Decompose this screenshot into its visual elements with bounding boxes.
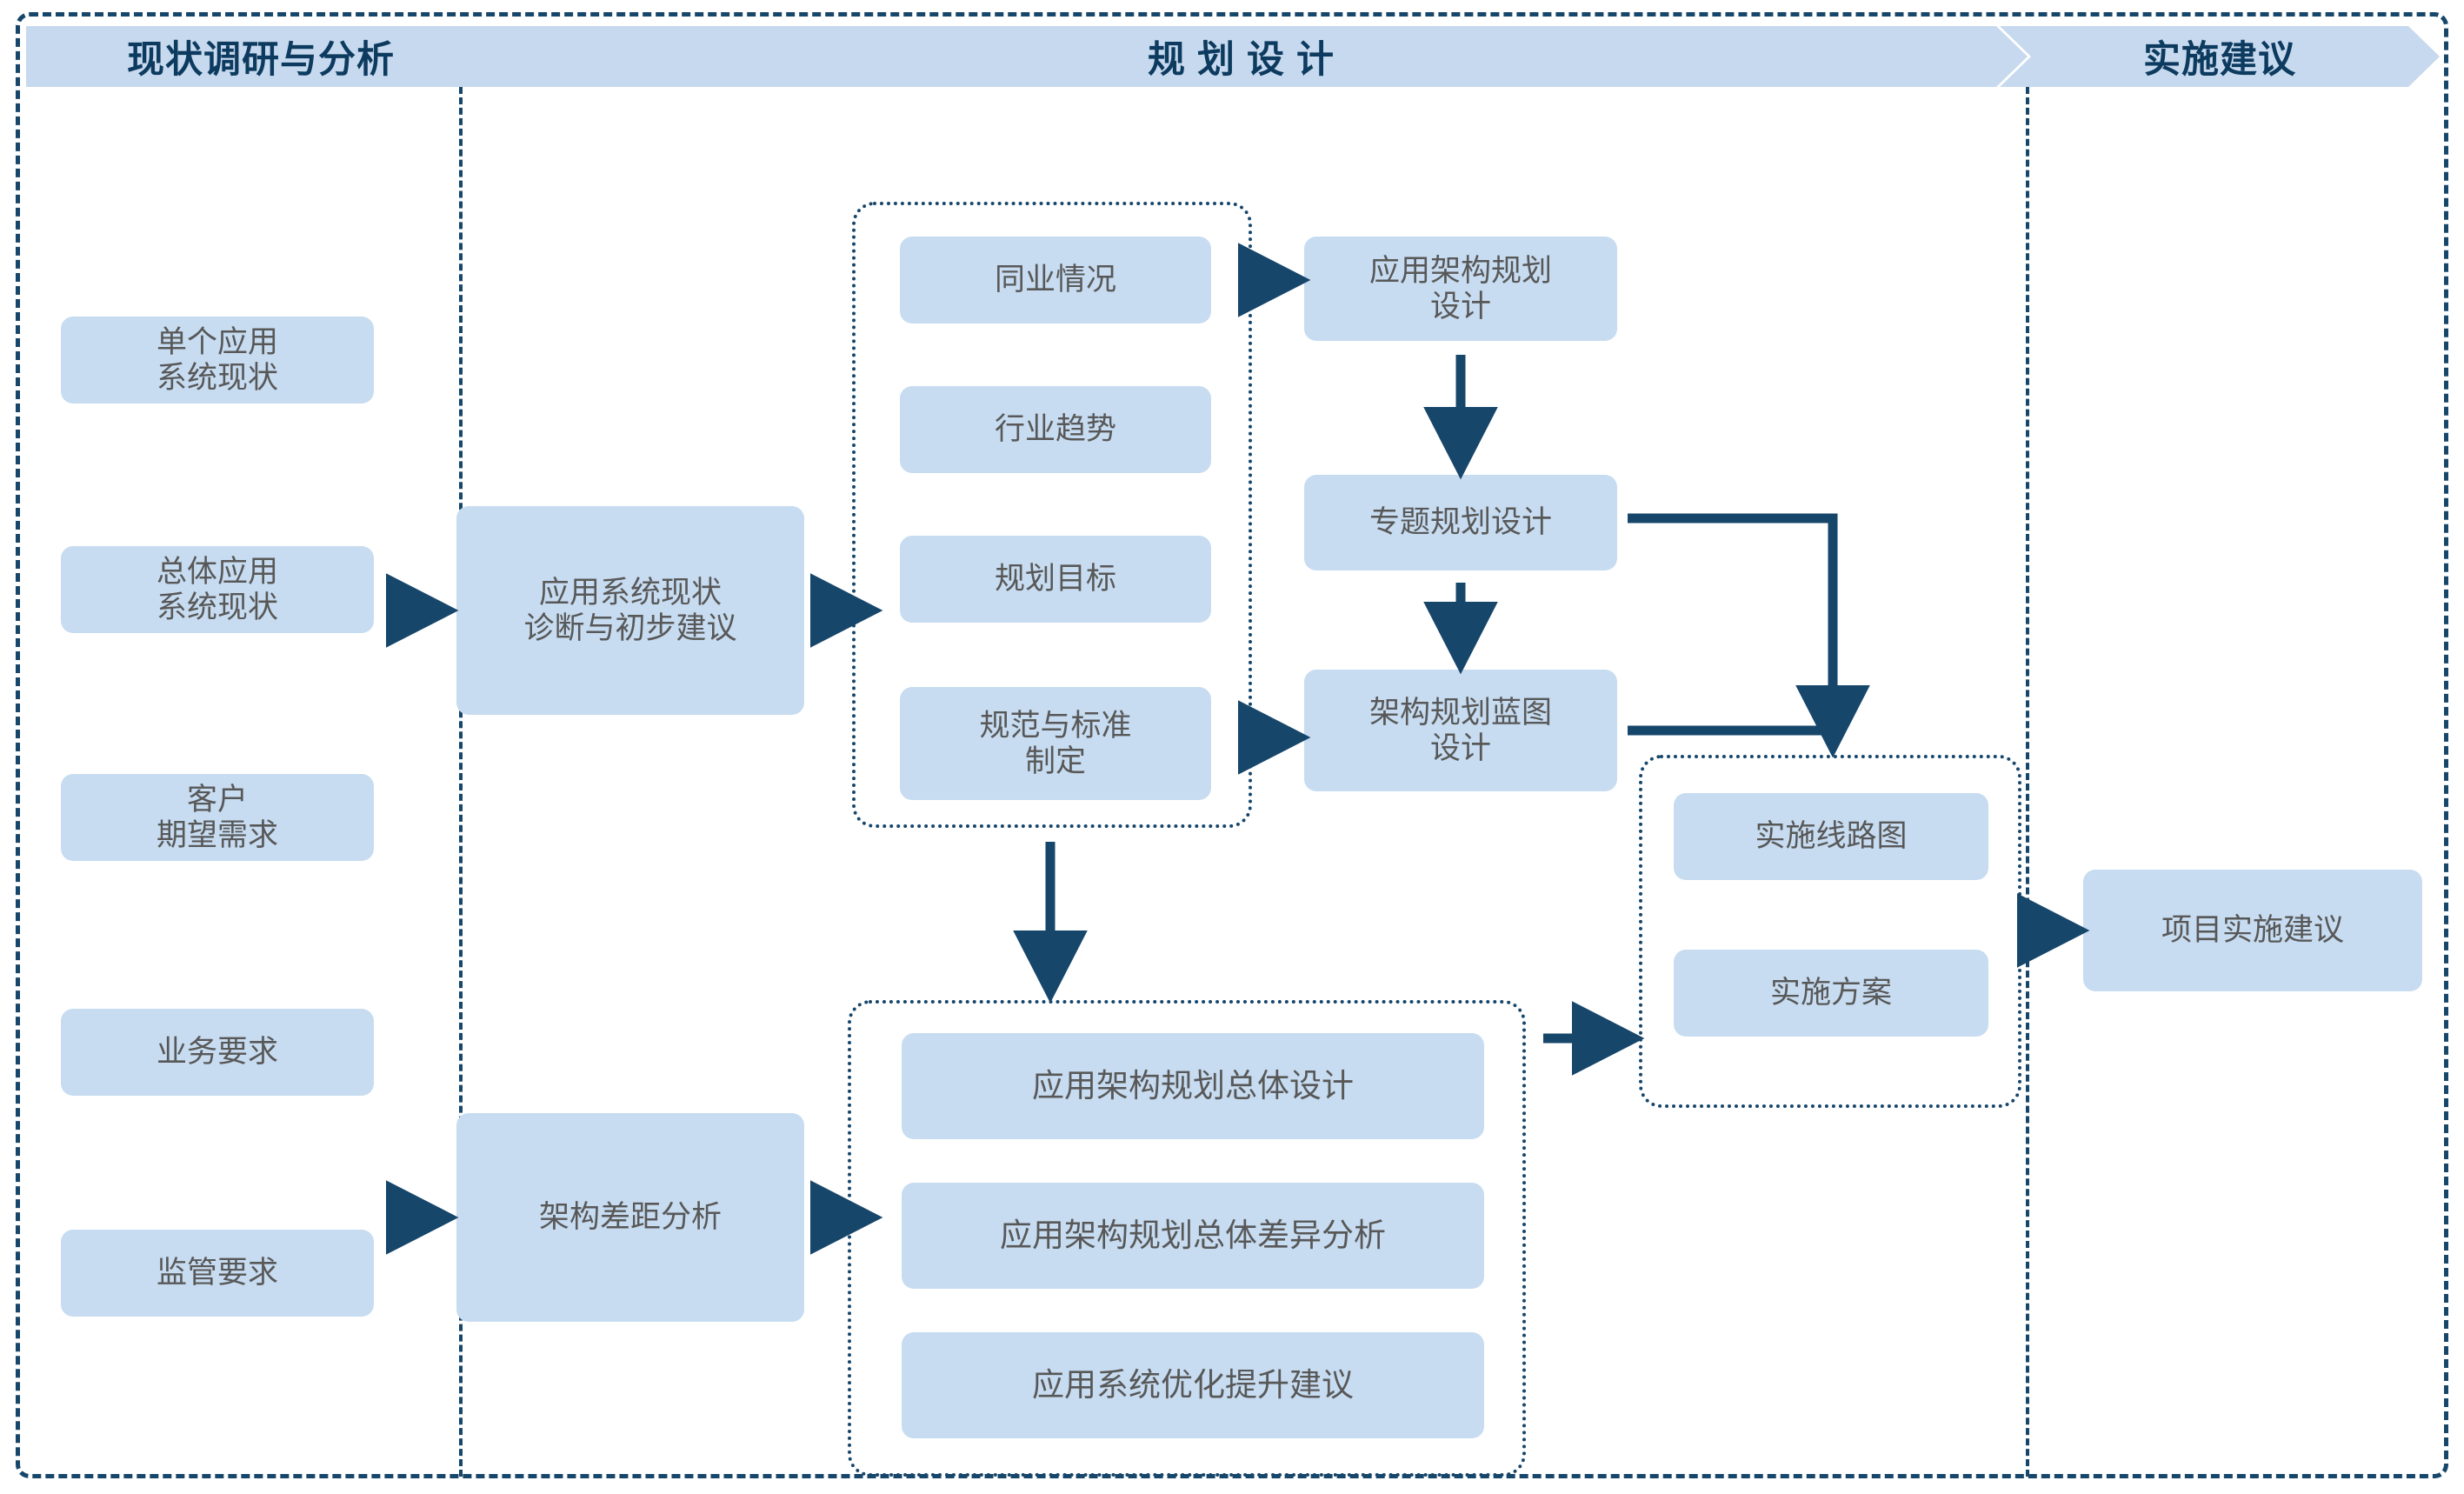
phase-banner-3: 实施建议: [2000, 26, 2440, 87]
node-label: 专题规划设计: [1369, 505, 1552, 540]
node-overall-app-status[interactable]: 总体应用 系统现状: [61, 546, 374, 633]
phase-banner-2: 规划设计: [454, 26, 2028, 87]
node-current-diagnosis[interactable]: 应用系统现状 诊断与初步建议: [456, 506, 804, 715]
node-label: 应用系统优化提升建议: [1032, 1367, 1354, 1404]
phase-banner-1-label: 现状调研与分析: [127, 39, 395, 81]
node-implementation-roadmap[interactable]: 实施线路图: [1674, 793, 1988, 880]
node-gap-analysis[interactable]: 架构差距分析: [456, 1113, 804, 1322]
node-label: 总体应用 系统现状: [156, 554, 278, 624]
phase-banner-2-label: 规划设计: [1148, 39, 1346, 81]
node-label: 实施方案: [1769, 976, 1892, 1010]
node-label: 监管要求: [156, 1256, 278, 1291]
node-label: 实施线路图: [1755, 819, 1908, 854]
node-label: 业务要求: [156, 1035, 278, 1070]
node-app-arch-planning-design[interactable]: 应用架构规划 设计: [1304, 237, 1617, 341]
phase-banner-1: 现状调研与分析: [26, 26, 496, 87]
column-separator-2: [2026, 87, 2029, 1477]
node-label: 应用系统现状 诊断与初步建议: [523, 575, 737, 645]
node-label: 单个应用 系统现状: [156, 324, 278, 395]
node-overall-arch-design[interactable]: 应用架构规划总体设计: [902, 1033, 1484, 1139]
phase-banner-3-label: 实施建议: [2143, 39, 2296, 81]
node-label: 应用架构规划 设计: [1369, 253, 1552, 323]
node-standards-formulation[interactable]: 规范与标准 制定: [900, 687, 1211, 800]
node-label: 客户 期望需求: [156, 782, 278, 852]
node-label: 规范与标准 制定: [979, 708, 1132, 778]
node-industry-trend[interactable]: 行业趋势: [900, 386, 1211, 473]
node-label: 规划目标: [994, 562, 1116, 597]
node-peer-situation[interactable]: 同业情况: [900, 237, 1211, 323]
node-label: 行业趋势: [994, 412, 1116, 447]
node-app-optimization-advice[interactable]: 应用系统优化提升建议: [902, 1332, 1484, 1438]
node-customer-expectation[interactable]: 客户 期望需求: [61, 774, 374, 861]
node-implementation-plan[interactable]: 实施方案: [1674, 950, 1988, 1037]
node-label: 架构差距分析: [538, 1200, 722, 1235]
node-arch-blueprint-design[interactable]: 架构规划蓝图 设计: [1304, 670, 1617, 791]
node-single-app-status[interactable]: 单个应用 系统现状: [61, 317, 374, 404]
node-regulatory-requirement[interactable]: 监管要求: [61, 1230, 374, 1317]
node-project-implementation-advice[interactable]: 项目实施建议: [2083, 870, 2422, 991]
node-business-requirement[interactable]: 业务要求: [61, 1009, 374, 1096]
node-label: 架构规划蓝图 设计: [1369, 695, 1552, 765]
node-label: 应用架构规划总体设计: [1032, 1068, 1354, 1104]
node-label: 应用架构规划总体差异分析: [1000, 1217, 1386, 1254]
node-planning-goal[interactable]: 规划目标: [900, 536, 1211, 623]
node-thematic-planning-design[interactable]: 专题规划设计: [1304, 475, 1617, 570]
planning-inputs-group: [852, 202, 1252, 828]
node-label: 同业情况: [994, 263, 1116, 297]
column-separator-1: [459, 87, 463, 1477]
node-overall-gap-analysis[interactable]: 应用架构规划总体差异分析: [902, 1183, 1484, 1289]
node-label: 项目实施建议: [2161, 913, 2344, 948]
